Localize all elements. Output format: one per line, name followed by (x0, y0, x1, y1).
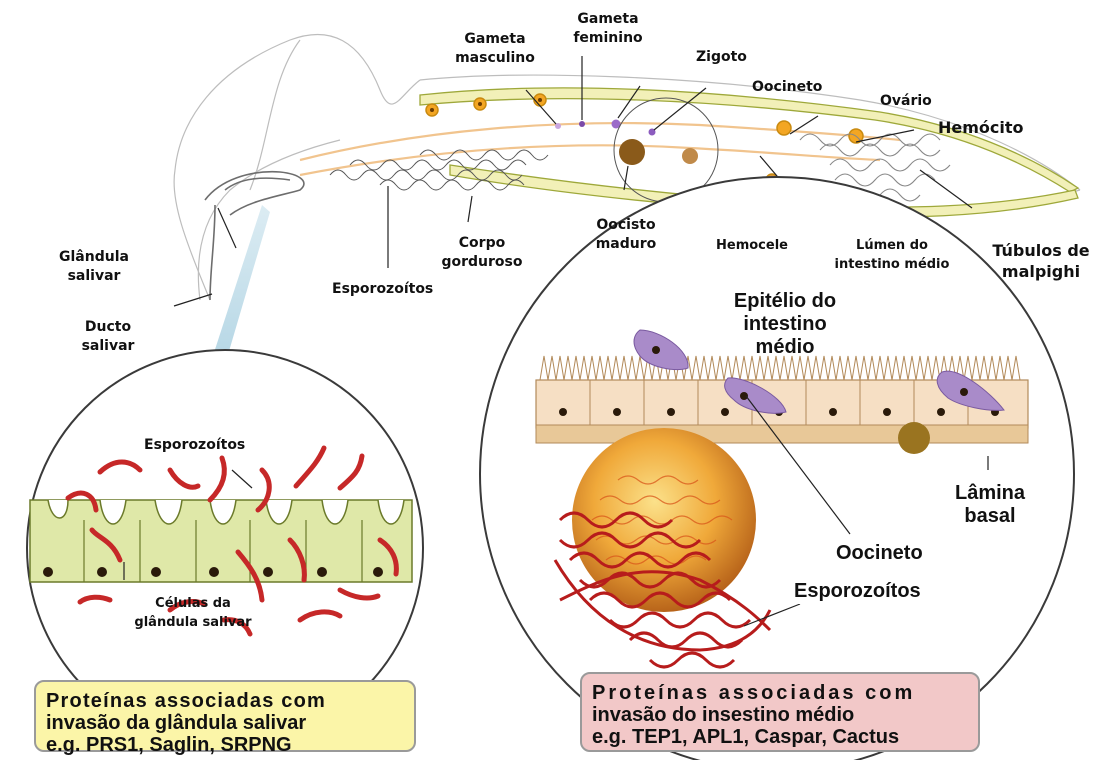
midgut-wall (300, 123, 900, 175)
label-corpo-gorduroso: Corpo gorduroso (432, 234, 532, 272)
label-oocisto-maduro: Oocisto maduro (576, 216, 676, 254)
label-esporozoitos-gland: Esporozoítos (144, 436, 245, 455)
label-hemocito: Hemócito (938, 118, 1024, 137)
protein-box-midgut: Proteínas associadas com invasão do inse… (580, 672, 980, 752)
box-midgut-line2: invasão do insestino médio (592, 704, 968, 726)
small-oocyst (898, 422, 930, 454)
label-gameta-masculino: Gameta masculino (440, 30, 550, 68)
label-tubulos: Túbulos de malpighi (986, 240, 1096, 282)
label-lumen: Lúmen do intestino médio (822, 236, 962, 274)
protein-box-salivary: Proteínas associadas com invasão da glân… (34, 680, 416, 752)
gametes (555, 120, 656, 136)
box-salivary-line1: Proteínas associadas com (46, 690, 404, 712)
label-esporozoitos-zoom: Esporozoítos (794, 580, 921, 603)
label-lamina-basal: Lâmina basal (930, 482, 1050, 528)
gland-cells (30, 500, 412, 582)
label-oocineto-top: Oocineto (752, 78, 822, 97)
label-glandula-salivar: Glândula salivar (44, 248, 144, 286)
label-hemocele: Hemocele (716, 236, 788, 255)
label-ovario: Ovário (880, 92, 932, 111)
box-midgut-line3: e.g. TEP1, APL1, Caspar, Cactus (592, 726, 968, 748)
label-gameta-feminino: Gameta feminino (548, 10, 668, 48)
label-zigoto: Zigoto (696, 48, 747, 67)
label-celulas-glandula: Células da glândula salivar (118, 594, 268, 632)
label-esporozoitos-top: Esporozoítos (332, 280, 433, 299)
box-midgut-line1: Proteínas associadas com (592, 682, 968, 704)
oocyst-small (619, 139, 645, 165)
box-salivary-line3: e.g. PRS1, Saglin, SRPNG (46, 734, 404, 756)
label-ducto-salivar: Ducto salivar (68, 318, 148, 356)
label-oocineto-zoom: Oocineto (836, 542, 923, 565)
box-salivary-line2: invasão da glândula salivar (46, 712, 404, 734)
label-epitelio: Epitélio do intestino médio (690, 290, 880, 359)
